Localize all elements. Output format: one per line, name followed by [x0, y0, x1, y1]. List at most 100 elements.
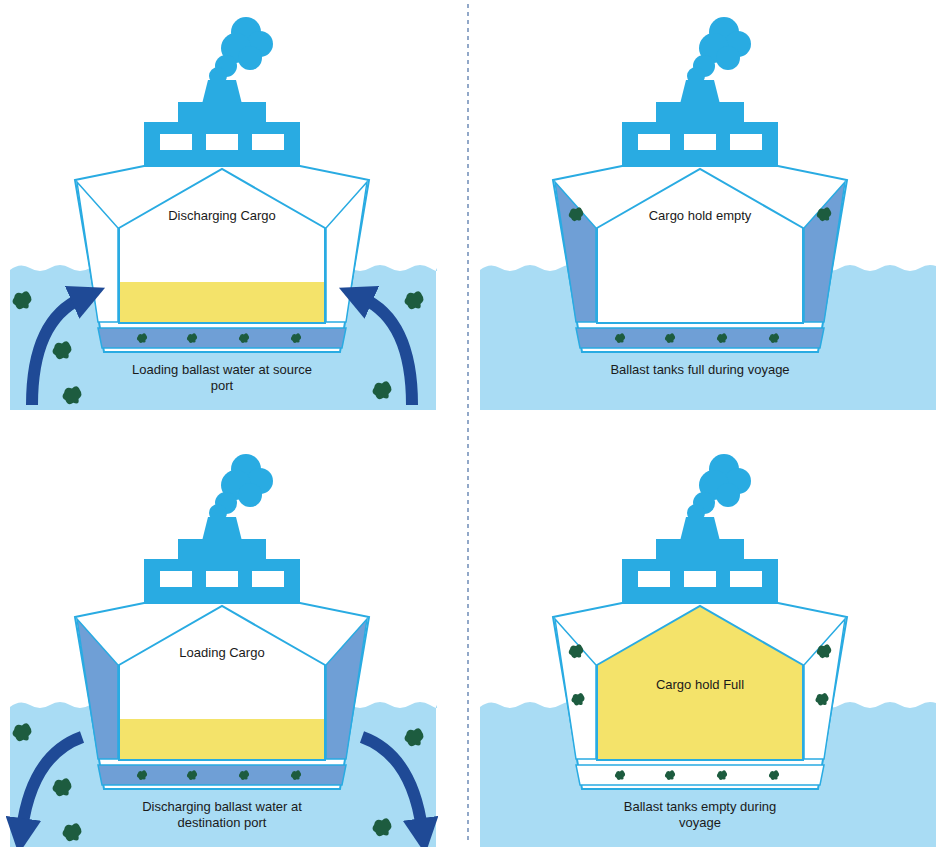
organism [569, 644, 584, 658]
hull [553, 166, 847, 352]
smoke-cloud [209, 17, 273, 85]
ship-panel [480, 17, 936, 410]
ship-panel [480, 454, 936, 847]
panel-caption: Ballast tanks empty during voyage [605, 799, 795, 832]
bottom-ballast-tank [576, 328, 824, 348]
bridge-window [206, 571, 238, 587]
ship-panel [10, 454, 437, 847]
organism-shape [53, 341, 72, 359]
water-flow-arrow [362, 298, 412, 405]
cargo-hold: Cargo hold empty [596, 167, 804, 325]
organism-shape [665, 770, 675, 780]
organism-shape [187, 770, 197, 780]
organism-shape [815, 693, 828, 706]
organism [63, 386, 82, 404]
organism-shape [239, 770, 249, 780]
bridge-window [206, 134, 238, 150]
hold-border [597, 169, 803, 323]
organism-shape [63, 823, 82, 841]
cargo-fill [596, 605, 804, 762]
bridge-window [252, 134, 284, 150]
organism-shape [665, 333, 675, 343]
panel-caption: Discharging ballast water at destination… [127, 799, 317, 832]
bottom-ballast-tank [576, 765, 824, 785]
organism-shape [717, 770, 727, 780]
organism [53, 778, 72, 796]
organism [815, 693, 828, 706]
organism-shape [817, 644, 832, 658]
organism-shape [571, 693, 584, 706]
organism-shape [63, 386, 82, 404]
organism-shape [291, 770, 301, 780]
organism [239, 770, 249, 780]
hold-label: Loading Cargo [179, 645, 264, 660]
organism-shape [13, 723, 32, 741]
organism-shape [291, 333, 301, 343]
bridge-window [730, 571, 762, 587]
bridge [622, 559, 778, 605]
organism [615, 770, 625, 780]
organism-shape [137, 770, 147, 780]
organism [405, 728, 424, 746]
organism-shape [817, 207, 832, 221]
organism-shape [569, 207, 584, 221]
hold-border [119, 606, 325, 760]
cargo-hold-outline [118, 604, 326, 762]
funnel [202, 80, 242, 104]
bottom-ballast-tank [98, 765, 346, 785]
smoke-puff [716, 46, 740, 70]
organism [571, 693, 584, 706]
organism [817, 644, 832, 658]
organism [187, 333, 197, 343]
cargo-fill [118, 282, 326, 325]
organism [665, 770, 675, 780]
hold-ground [597, 169, 803, 323]
side-ballast-tank [555, 182, 596, 322]
water-flow-arrow [32, 298, 82, 405]
bridge-window [684, 571, 716, 587]
organism [53, 341, 72, 359]
bridge-window [160, 134, 192, 150]
organism [769, 333, 779, 343]
bridge-window [730, 134, 762, 150]
organism [291, 770, 301, 780]
smoke-puff [238, 46, 262, 70]
organism-shape [239, 333, 249, 343]
organism-shape [769, 333, 779, 343]
cargo-hold: Cargo hold Full [596, 604, 804, 762]
funnel [202, 517, 242, 541]
bridge [622, 122, 778, 168]
hold-label: Cargo hold empty [649, 208, 752, 223]
organism [817, 207, 832, 221]
cargo-hold: Discharging Cargo [118, 167, 326, 325]
organism [405, 291, 424, 309]
organism [717, 770, 727, 780]
smoke-cloud [209, 454, 273, 522]
funnel-base [178, 102, 266, 124]
hold-border [597, 606, 803, 760]
cargo-hold-outline [118, 167, 326, 325]
organism [239, 333, 249, 343]
bridge-window [252, 571, 284, 587]
organism [13, 723, 32, 741]
organism-shape [373, 381, 392, 399]
smoke-puff [238, 483, 262, 507]
side-ballast-tank [555, 619, 596, 759]
bridge-window [684, 134, 716, 150]
smoke-cloud [687, 17, 751, 85]
bottom-ballast-tank [98, 328, 346, 348]
organism-shape [53, 778, 72, 796]
hull [75, 166, 369, 352]
side-ballast-tank [326, 619, 367, 759]
funnel-base [178, 539, 266, 561]
water-flow-arrow [362, 737, 422, 829]
bridge [144, 559, 300, 605]
organism [373, 818, 392, 836]
funnel-base [656, 539, 744, 561]
organism-shape [615, 770, 625, 780]
cargo-hold-outline [596, 167, 804, 325]
organism [137, 333, 147, 343]
hold-label: Discharging Cargo [168, 208, 276, 223]
organism-shape [615, 333, 625, 343]
